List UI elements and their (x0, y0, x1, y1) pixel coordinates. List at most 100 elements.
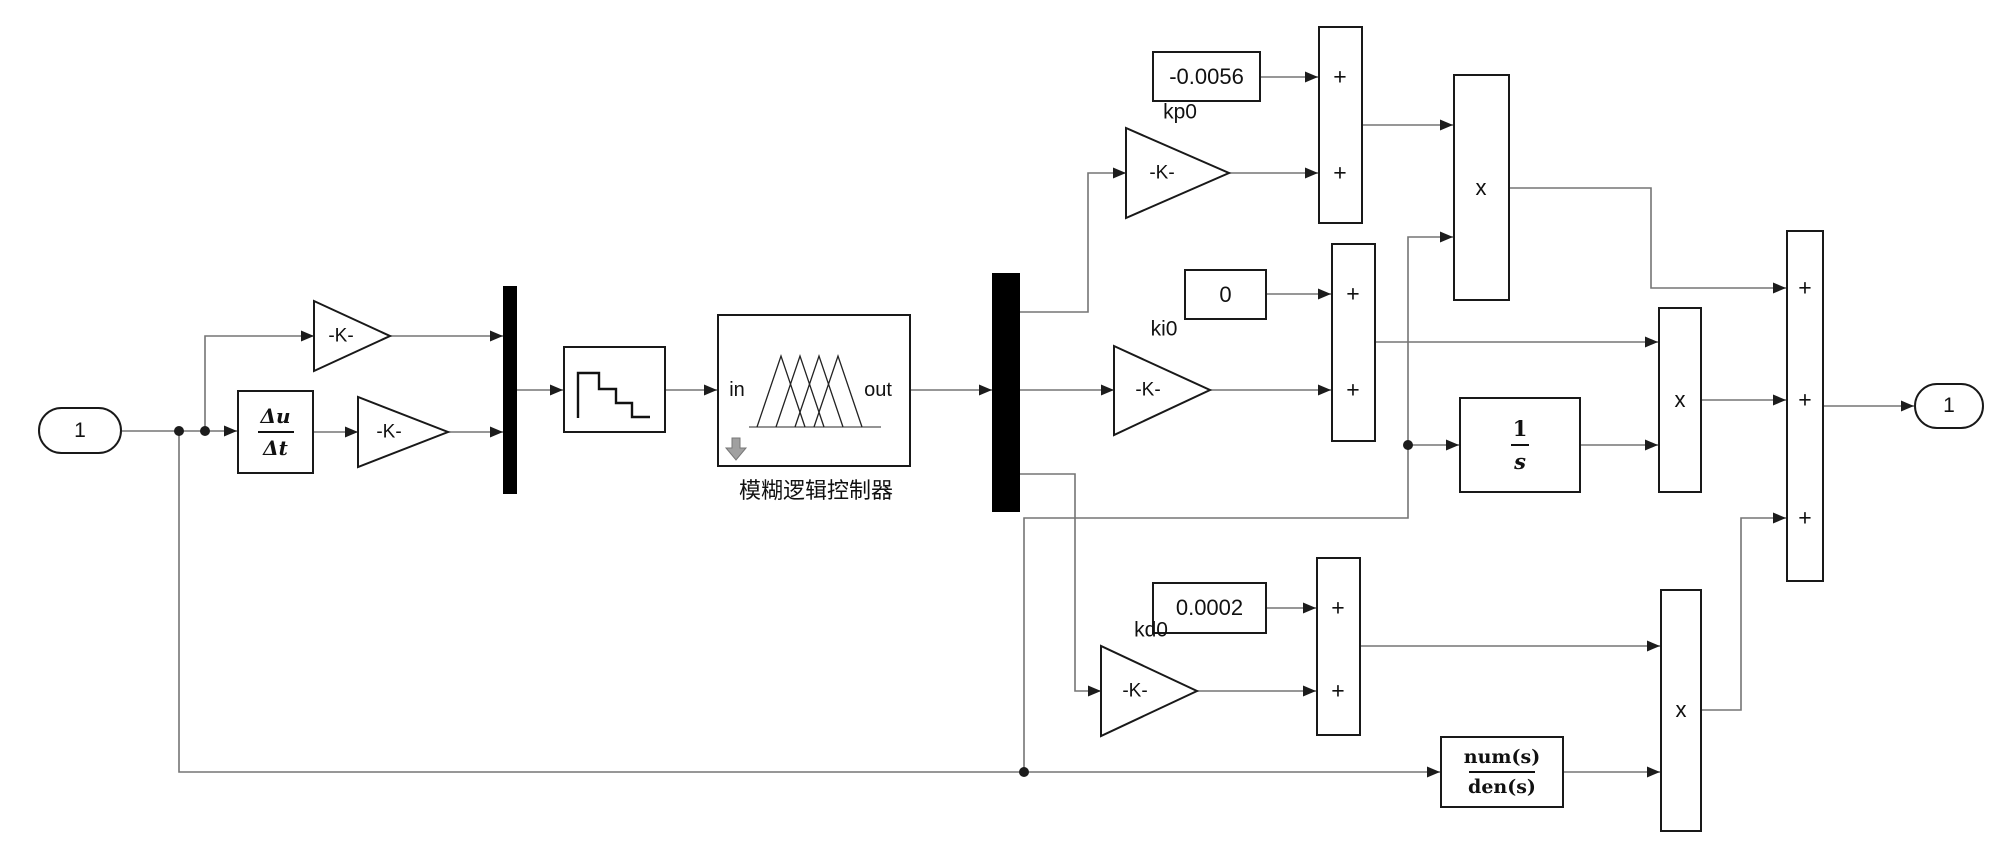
fuzzy-logic-controller-block[interactable] (717, 314, 911, 467)
wire-arrowhead (1645, 336, 1658, 348)
wire-arrowhead (704, 384, 717, 396)
wire-arrowhead (1440, 119, 1453, 131)
outport-block[interactable]: 1 (1914, 383, 1984, 429)
sum-kp-plus-2: + (1333, 159, 1347, 186)
gain1-label: -K- (328, 325, 354, 347)
sum-ki-plus-1: + (1346, 280, 1360, 307)
fraction-bar (257, 431, 294, 433)
constant-kp-offset-value: -0.0056 (1169, 63, 1244, 89)
final-sum-plus-2: + (1798, 386, 1812, 413)
wire-arrowhead (224, 425, 237, 437)
wire-arrowhead (979, 384, 992, 396)
derivative-block[interactable]: Δu Δt (237, 390, 314, 474)
wire-arrowhead (345, 426, 358, 438)
product-p-symbol: x (1475, 175, 1487, 200)
gain-triangle-kp0[interactable] (1125, 126, 1232, 220)
wire-arrowhead (1101, 384, 1114, 396)
branch-dot (1019, 767, 1029, 777)
transfer-fcn-numerator: num(s) (1463, 746, 1541, 768)
final-sum-plus-3: + (1798, 504, 1812, 531)
wire-arrowhead (1647, 766, 1660, 778)
branch-dot (200, 426, 210, 436)
wire-arrowhead (1645, 439, 1658, 451)
integrator-block[interactable]: 1 s (1459, 397, 1581, 493)
constant-kp-offset-block[interactable]: -0.0056 (1152, 51, 1261, 102)
wire-arrowhead (1647, 640, 1660, 652)
wire-arrowhead (1446, 439, 1459, 451)
sum-kp-plus-1: + (1333, 63, 1347, 90)
wire-arrowhead (490, 426, 503, 438)
fuzzy-block-name[interactable]: 模糊逻辑控制器 (738, 479, 894, 504)
wire-arrowhead (1773, 282, 1786, 294)
transfer-fcn-block[interactable]: num(s) den(s) (1440, 736, 1564, 808)
product-i-symbol: x (1674, 387, 1686, 412)
wire-product1-to-finalsum[interactable] (1510, 187, 1786, 289)
wire-arrowhead (301, 330, 314, 342)
wire-error-to-gain1[interactable] (204, 335, 314, 431)
wire-arrowhead (1305, 167, 1318, 179)
gain2-label: -K- (376, 421, 402, 443)
branch-dot (174, 426, 184, 436)
wire-arrowhead (1427, 766, 1440, 778)
product-i-block[interactable] (1658, 307, 1702, 493)
transfer-fcn-denominator: den(s) (1468, 776, 1536, 798)
branch-dot (1403, 440, 1413, 450)
final-sum-plus-1: + (1798, 274, 1812, 301)
constant-kd-offset-block[interactable]: 0.0002 (1152, 582, 1267, 634)
quantizer-staircase-icon (576, 371, 650, 419)
wire-arrowhead (1901, 400, 1914, 412)
wire-arrowhead (1318, 384, 1331, 396)
derivative-fraction: Δu Δt (257, 404, 294, 460)
demux-block[interactable] (992, 273, 1020, 512)
fuzzy-download-arrow-icon (724, 437, 748, 461)
ki0-block-name[interactable]: ki0 (1150, 317, 1178, 341)
inport-label: 1 (74, 418, 86, 442)
quantizer-block[interactable] (563, 346, 666, 433)
wire-product3-to-finalsum[interactable] (1702, 517, 1786, 711)
fuzzy-in-port-label: in (729, 379, 745, 401)
kp0-block-name[interactable]: kp0 (1163, 100, 1197, 124)
derivative-denominator: Δt (263, 436, 288, 460)
fuzzy-out-port-label: out (864, 379, 892, 401)
constant-ki-offset-value: 0 (1219, 281, 1232, 307)
product-d-block[interactable] (1660, 589, 1702, 832)
outport-label: 1 (1943, 394, 1955, 417)
wire-arrowhead (490, 330, 503, 342)
fuzzy-membership-icon (724, 353, 881, 461)
gain-triangle-ki0[interactable] (1113, 344, 1213, 437)
wire-arrowhead (1773, 394, 1786, 406)
constant-ki-offset-block[interactable]: 0 (1184, 269, 1267, 320)
wire-arrowhead (1303, 602, 1316, 614)
wire-demux3-to-kd0-gain[interactable] (1020, 473, 1101, 692)
derivative-numerator: Δu (260, 404, 291, 428)
inport-block[interactable]: 1 (38, 407, 122, 454)
kp0-gain-label: -K- (1149, 162, 1175, 184)
mux-block[interactable] (503, 286, 517, 494)
ki0-gain-label: -K- (1135, 379, 1161, 401)
product-d-symbol: x (1675, 697, 1687, 722)
product-p-block[interactable] (1453, 74, 1510, 301)
wire-arrowhead (1088, 685, 1101, 697)
sum-ki-block[interactable] (1331, 243, 1376, 442)
sum-kd-block[interactable] (1316, 557, 1361, 736)
wire-arrowhead (1773, 512, 1786, 524)
final-sum-block[interactable] (1786, 230, 1824, 582)
integrator-numerator: 1 (1512, 416, 1528, 441)
gain-triangle-derror-scale[interactable] (357, 395, 451, 469)
gain-triangle-kd0[interactable] (1100, 644, 1200, 738)
wire-demux1-to-kp0-gain[interactable] (1020, 172, 1126, 313)
kd0-gain-label: -K- (1122, 680, 1148, 702)
integrator-denominator: s (1514, 449, 1526, 474)
sum-kp-block[interactable] (1318, 26, 1363, 224)
transfer-fcn-fraction: num(s) den(s) (1464, 746, 1540, 798)
gain-triangle-error-scale[interactable] (313, 299, 393, 373)
wire-error-to-product1[interactable] (1023, 236, 1453, 772)
sum-kd-plus-1: + (1331, 594, 1345, 621)
fraction-bar (1511, 444, 1529, 446)
fraction-bar (1468, 771, 1535, 773)
wire-arrowhead (550, 384, 563, 396)
kd0-block-name[interactable]: kd0 (1134, 618, 1168, 642)
sum-ki-plus-2: + (1346, 376, 1360, 403)
